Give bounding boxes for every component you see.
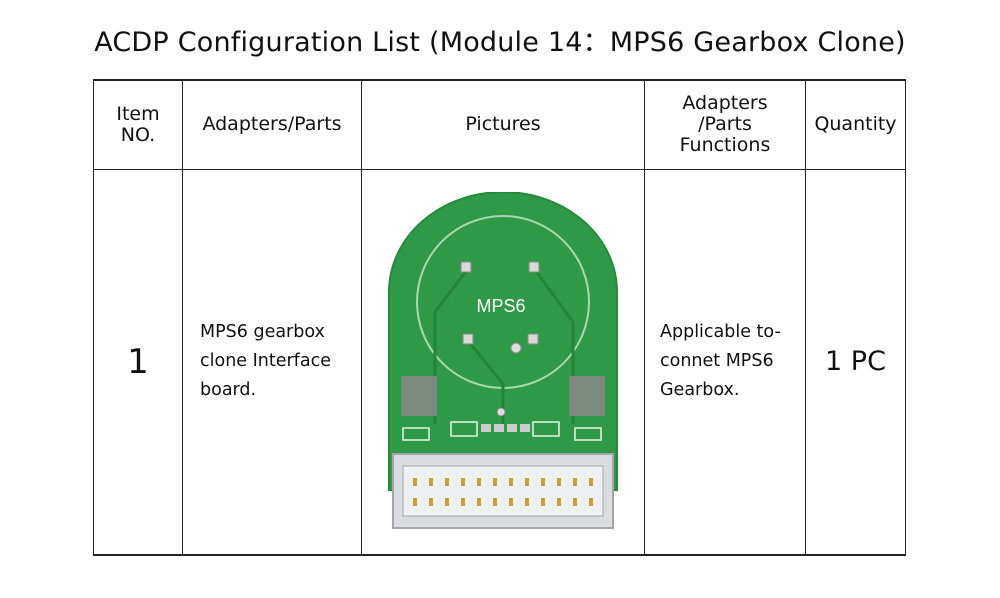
ground-pad [569, 375, 605, 416]
adapter-description: MPS6 gearbox clone Interface board. [182, 169, 362, 555]
smd-component [481, 423, 491, 432]
smd-component [574, 427, 602, 441]
smd-component [520, 423, 530, 432]
configuration-table: Item NO. Adapters/Parts Pictures Adapter… [93, 79, 906, 556]
connector-pins [413, 477, 593, 506]
smd-component [507, 423, 517, 432]
header-item-no: Item NO. [93, 80, 183, 170]
header-pictures: Pictures [361, 80, 645, 170]
smd-component [532, 421, 560, 437]
via [496, 407, 506, 417]
smd-component [450, 421, 478, 437]
sensor-chip [528, 261, 540, 273]
pcb-board [388, 191, 618, 491]
table-header-row: Item NO. Adapters/Parts Pictures Adapter… [93, 80, 906, 170]
connector-slot [402, 465, 604, 517]
sensor-chip [460, 261, 472, 273]
header-functions: Adapters /Parts Functions [644, 80, 806, 170]
mps6-board-image: MPS6 [388, 191, 618, 529]
table-row: 1 MPS6 gearbox clone Interface board. MP… [93, 169, 906, 555]
adapter-function: Applicable to- connet MPS6 Gearbox. [644, 169, 806, 555]
page-title: ACDP Configuration List (Module 14：MPS6 … [94, 27, 906, 58]
item-number: 1 [93, 169, 183, 555]
board-label: MPS6 [476, 296, 525, 316]
smd-component [402, 427, 430, 441]
quantity-value: 1 PC [805, 169, 906, 555]
sensor-chip [462, 333, 474, 345]
smd-component [494, 423, 504, 432]
header-adapters-parts: Adapters/Parts [182, 80, 362, 170]
picture-cell: MPS6 [361, 169, 645, 555]
sensor-chip [527, 333, 539, 345]
via [510, 342, 522, 354]
ground-pad [401, 375, 437, 416]
header-quantity: Quantity [805, 80, 906, 170]
